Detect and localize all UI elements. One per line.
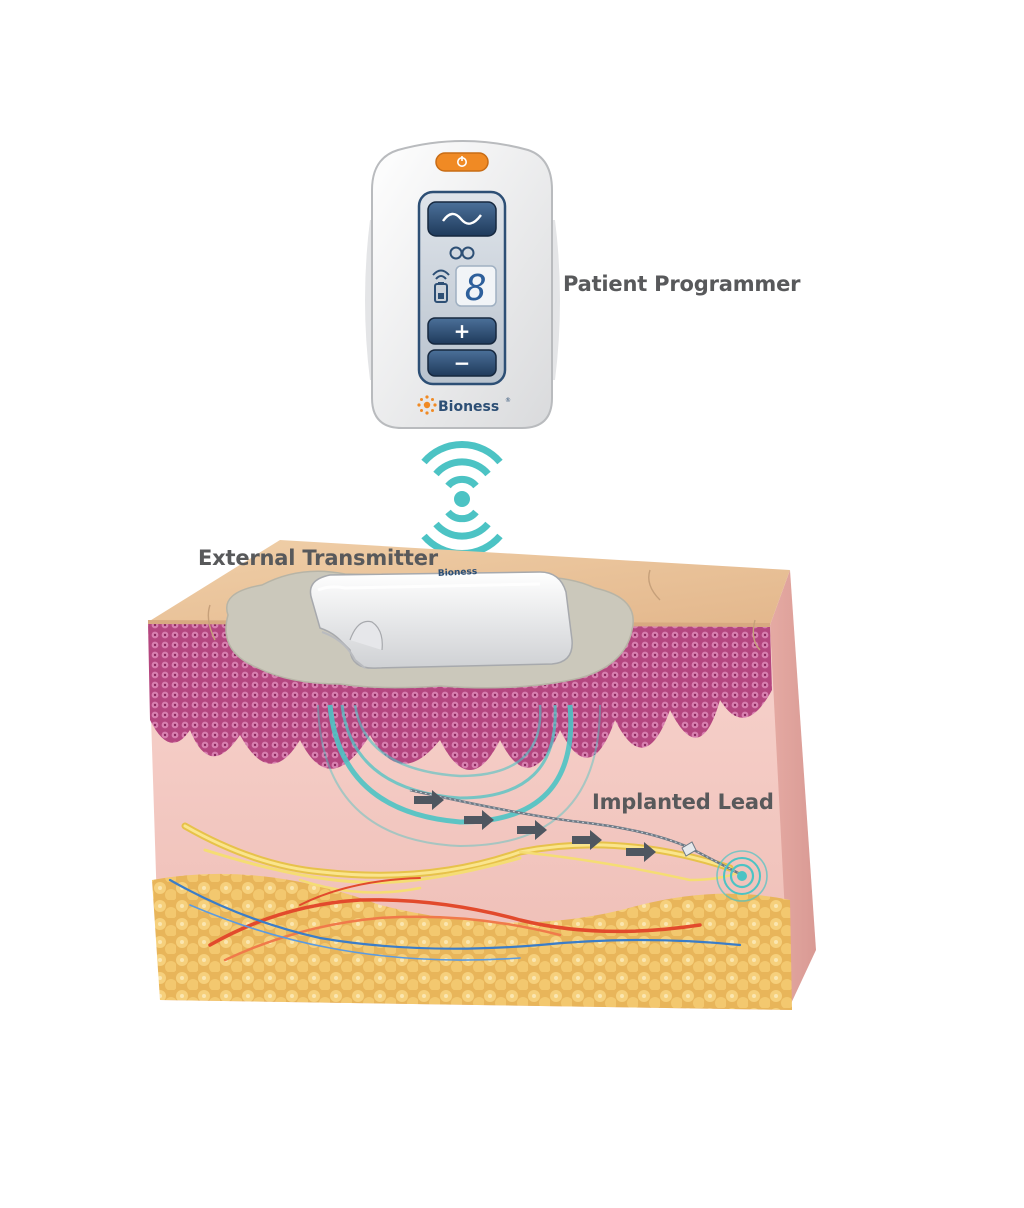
wireless-signal-icon <box>421 441 503 557</box>
power-button[interactable] <box>435 152 489 172</box>
current-direction-arrows <box>414 790 656 862</box>
plus-label: + <box>454 319 471 343</box>
bioness-logo: Bioness ® <box>417 395 511 415</box>
brand-name: Bioness <box>438 399 499 415</box>
label-implanted-lead: Implanted Lead <box>592 790 774 814</box>
implanted-lead <box>409 788 768 902</box>
level-digit: 8 <box>465 268 487 309</box>
sunburst-icon <box>417 395 437 415</box>
external-transmitter: Bioness <box>309 567 573 669</box>
level-display: 8 <box>455 265 497 309</box>
patient-programmer: 8 + − Bioness ® <box>365 140 560 429</box>
label-external-transmitter: External Transmitter <box>198 546 438 570</box>
signal-icon <box>432 269 450 280</box>
battery-icon <box>434 282 448 303</box>
brand-mark: ® <box>505 397 511 404</box>
power-icon <box>456 156 467 168</box>
waveform-icon <box>442 212 482 225</box>
decrease-button[interactable]: − <box>427 349 497 377</box>
energy-field <box>317 704 601 848</box>
increase-button[interactable]: + <box>427 317 497 345</box>
nerve-fibers <box>181 822 742 894</box>
blood-vessels <box>168 877 742 962</box>
waveform-button[interactable] <box>427 201 497 237</box>
skin-cross-section <box>147 540 816 1010</box>
stimulation-target <box>716 850 768 902</box>
minus-label: − <box>454 351 471 375</box>
pair-icon <box>449 246 475 260</box>
transmitter-brand: Bioness <box>438 567 478 579</box>
label-patient-programmer: Patient Programmer <box>563 272 801 296</box>
